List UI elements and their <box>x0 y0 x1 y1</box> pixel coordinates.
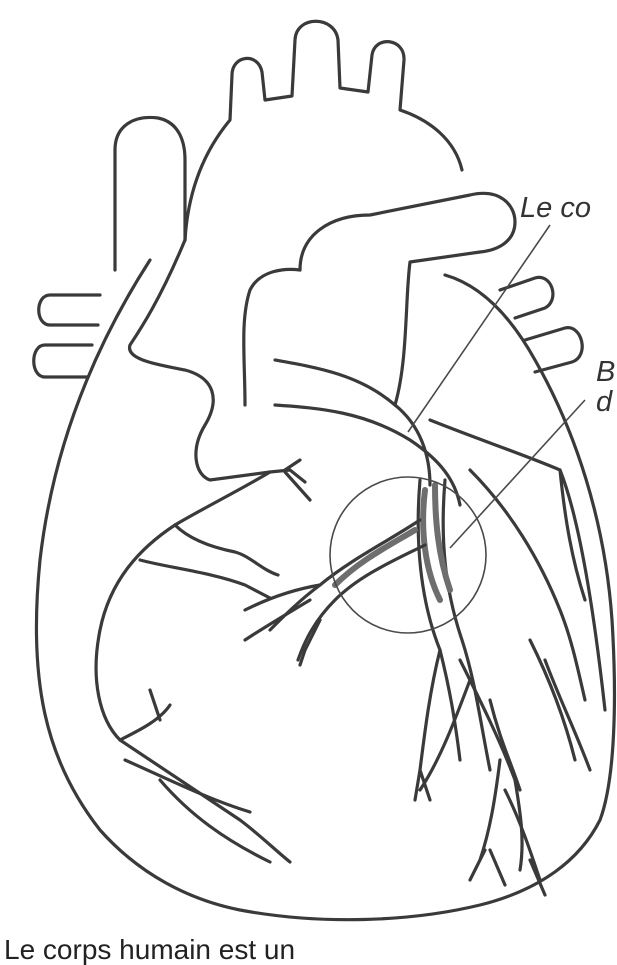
rca-branch-3 <box>120 690 170 740</box>
label-mid-right-line2: d <box>596 388 612 417</box>
superior-vena-cava <box>115 117 185 270</box>
label-mid-right-line1: B <box>596 358 615 387</box>
pulmonary-vein-lower-left <box>34 345 92 377</box>
circumflex-branch <box>470 470 585 700</box>
pulmonary-vein-lower-right <box>525 328 582 372</box>
caption-text: Le corps humain est un <box>4 936 295 964</box>
lad-artery-inner <box>443 480 490 770</box>
lad-lower-branches <box>415 650 522 870</box>
aortic-arch <box>185 21 462 240</box>
left-main-coronary <box>275 360 430 485</box>
heart-outline <box>36 260 614 920</box>
right-atrium-contour <box>130 240 270 480</box>
pulmonary-vein-upper-right <box>500 277 553 318</box>
right-coronary-artery <box>96 472 290 862</box>
rca-branch-2 <box>140 560 270 598</box>
rca-small-branch <box>270 460 310 500</box>
inner-chamber-line <box>244 269 300 405</box>
circumflex-lower-branches <box>530 470 590 770</box>
rca-branch-1 <box>175 525 278 575</box>
lad-terminal-branches <box>470 760 545 895</box>
leader-line-top <box>408 225 550 432</box>
pulmonary-vein-upper-left <box>39 295 100 325</box>
diagonal-sub-branches <box>245 585 320 665</box>
label-top-right: Le co <box>520 194 591 223</box>
rca-marginal <box>125 760 270 862</box>
